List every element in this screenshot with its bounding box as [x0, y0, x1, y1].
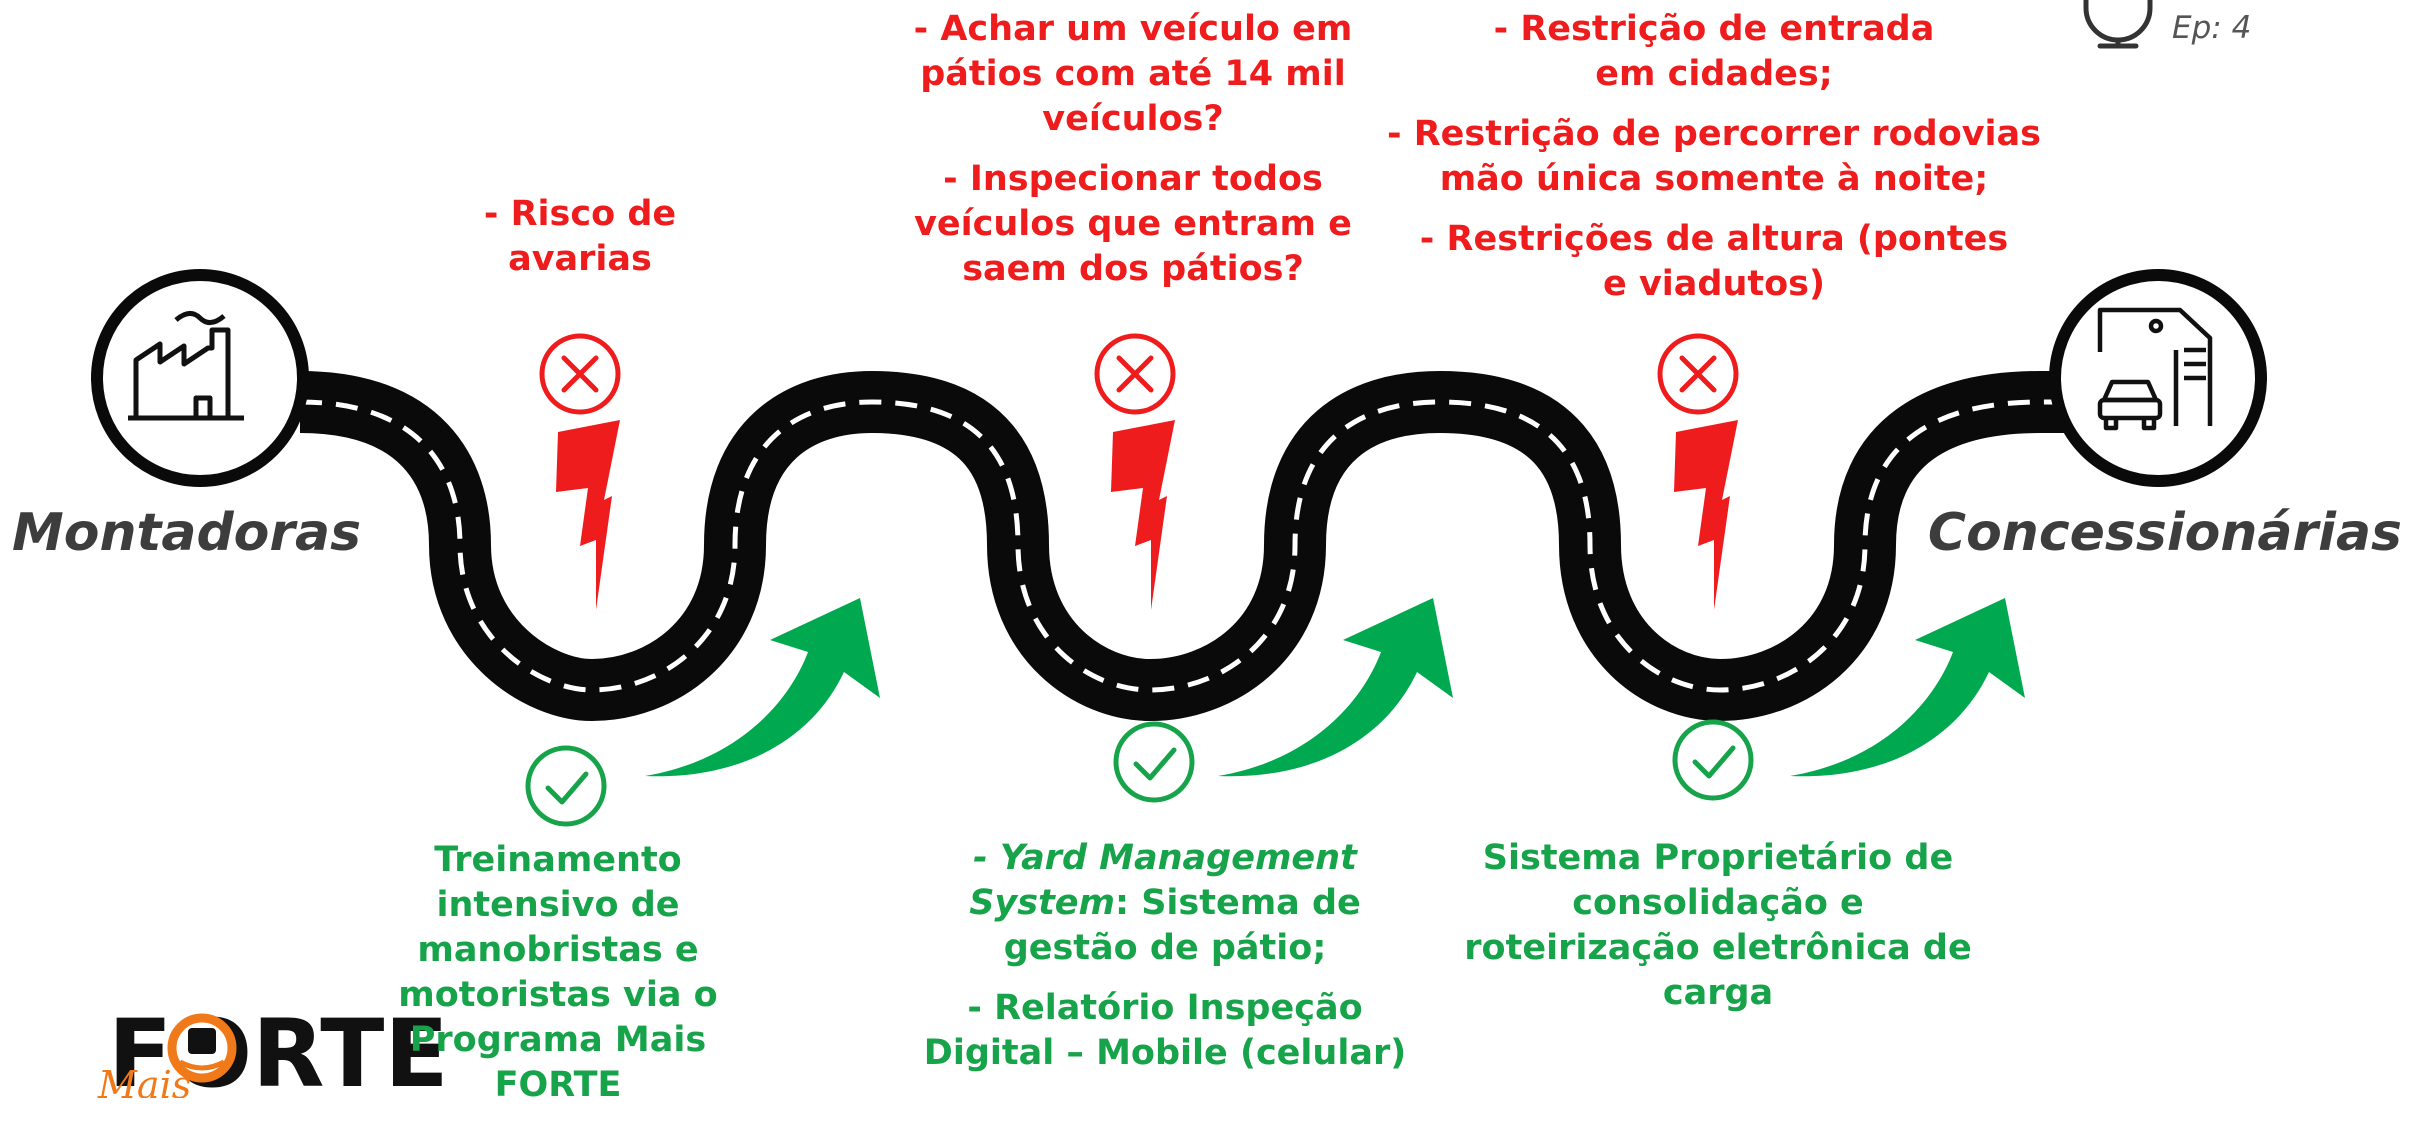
- svg-text:Mais: Mais: [97, 1063, 191, 1098]
- check-icon: [1672, 719, 1754, 801]
- problem-text-2: - Achar um veículo em pátios com até 14 …: [898, 7, 1368, 307]
- start-label: Montadoras: [12, 503, 362, 563]
- problem-line: - Restrição de entrada em cidades;: [1493, 9, 1935, 94]
- problem-text-3: - Restrição de entrada em cidades; - Res…: [1384, 7, 2044, 322]
- solution-line: - Relatório Inspeção Digital – Mobile (c…: [923, 988, 1407, 1073]
- start-node: [91, 269, 309, 487]
- end-label: Concessionárias: [1927, 503, 2402, 563]
- winding-road: [299, 370, 2110, 722]
- solution-text-3: Sistema Proprietário de consolidação e r…: [1458, 836, 1978, 1031]
- problem-text-1: - Risco de avarias: [460, 192, 700, 297]
- microphone-icon: [2083, 0, 2153, 49]
- factory-icon: [128, 311, 244, 421]
- up-arrow-3: [1790, 598, 2025, 777]
- solution-rest: : Sistema de gestão de pátio;: [1003, 883, 1361, 968]
- road-diagram: FORTE Mais: [91, 0, 2267, 1098]
- car-garage-icon: [2097, 307, 2213, 431]
- solution-line: - Yard Management System: Sistema de ges…: [905, 836, 1425, 971]
- solution-line: Sistema Proprietário de consolidação e r…: [1464, 838, 1972, 1013]
- episode-label: Ep: 4: [2172, 10, 2252, 46]
- up-arrow-2: [1218, 598, 1453, 777]
- solution-text-2: - Yard Management System: Sistema de ges…: [905, 836, 1425, 1091]
- lightning-bolt-icon: [1111, 420, 1175, 610]
- solution-prefix: -: [973, 838, 1000, 878]
- check-icon: [1113, 721, 1195, 803]
- solution-emphasis: Yard Management System: [969, 838, 1357, 923]
- end-node: [2049, 269, 2267, 487]
- problem-marker: [1657, 333, 1739, 610]
- solution-line: Treinamento intensivo de manobristas e m…: [398, 840, 718, 1105]
- svg-text:FORTE: FORTE: [108, 1000, 449, 1098]
- problem-line: - Restrição de percorrer rodovias mão ún…: [1386, 114, 2041, 199]
- lightning-bolt-icon: [1674, 420, 1738, 610]
- lightning-bolt-icon: [556, 420, 620, 610]
- problem-marker: [539, 333, 621, 610]
- check-icon: [525, 745, 607, 827]
- up-arrow-1: [645, 598, 880, 777]
- problem-line: - Risco de avarias: [483, 194, 677, 279]
- problem-marker: [1094, 333, 1176, 610]
- problem-line: - Inspecionar todos veículos que entram …: [914, 159, 1352, 289]
- problem-line: - Achar um veículo em pátios com até 14 …: [913, 9, 1353, 139]
- solution-text-1: Treinamento intensivo de manobristas e m…: [398, 838, 718, 1123]
- problem-line: - Restrições de altura (pontes e viaduto…: [1419, 219, 2009, 304]
- forte-logo: FORTE Mais: [97, 1000, 449, 1098]
